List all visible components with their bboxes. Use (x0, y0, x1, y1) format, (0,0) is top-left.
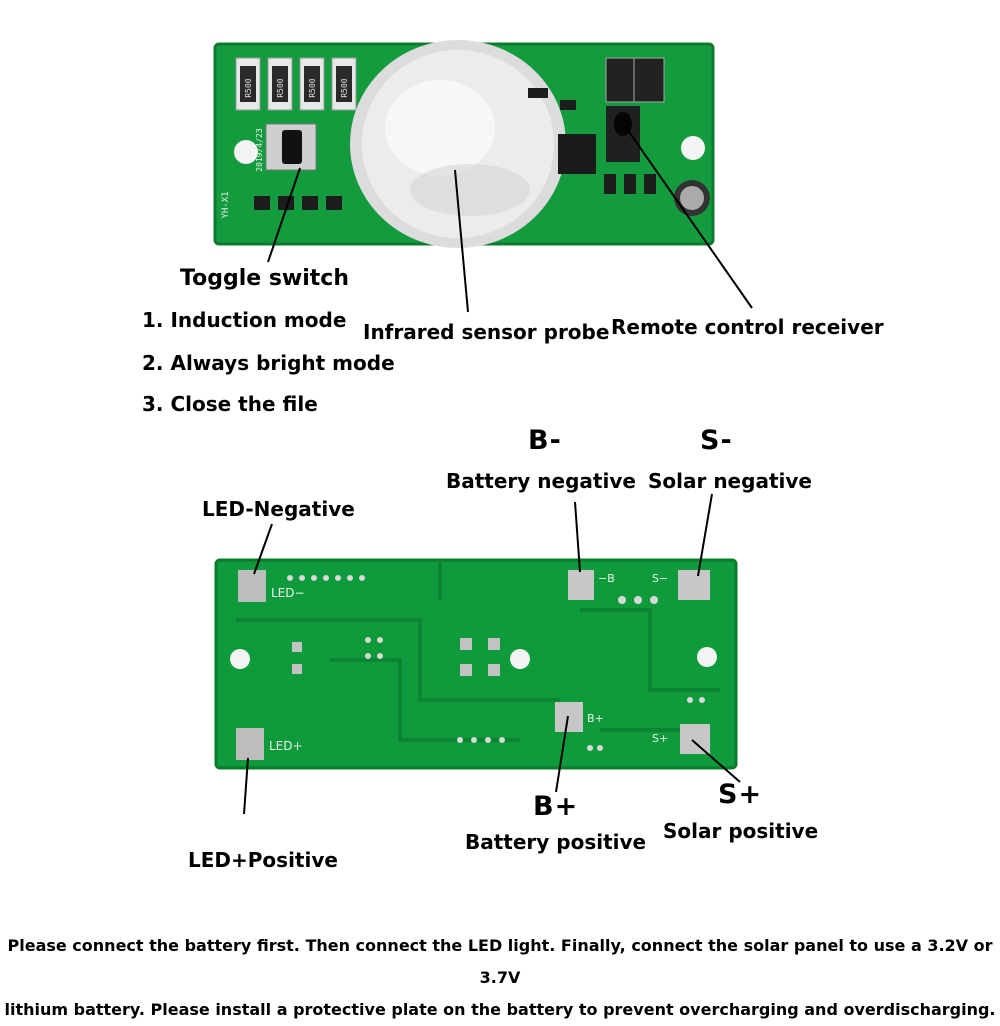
pad-solar-positive (680, 724, 710, 754)
mount-hole-left (234, 140, 258, 164)
leader-lines (243, 125, 753, 815)
label-mode-3: 3. Close the file (142, 392, 318, 416)
via-holes (287, 575, 705, 751)
mount-hole-right-bottom (697, 647, 717, 667)
leader-battery-positive (555, 715, 569, 793)
bottom-pcb-outline (214, 558, 738, 770)
model-silkscreen: YH-X1 (221, 191, 231, 218)
pad-led-positive (236, 728, 264, 760)
pad-solar-negative (678, 570, 710, 600)
date-silkscreen: 2019/4/23 (255, 128, 264, 172)
leader-solar-negative (697, 493, 713, 577)
resistor-label-1: R500 (244, 78, 253, 97)
pad-led-negative (238, 570, 266, 602)
label-remote-receiver: Remote control receiver (611, 315, 884, 339)
toggle-switch-component (265, 123, 317, 171)
resistor-label-4: R500 (340, 78, 349, 97)
diode-2 (633, 57, 665, 103)
label-battery-negative: Battery negative (446, 469, 636, 493)
label-infrared-probe: Infrared sensor probe (363, 320, 610, 344)
leader-toggle-switch (267, 167, 301, 263)
symbol-b-plus: B+ (533, 791, 579, 822)
silk-led-plus: LED+ (269, 739, 303, 753)
leader-battery-negative (574, 501, 581, 573)
leader-led-positive (243, 757, 249, 815)
leader-remote-receiver (624, 125, 753, 309)
silk-s-minus: S− (652, 572, 668, 585)
symbol-s-plus: S+ (718, 779, 763, 810)
label-solar-negative: Solar negative (648, 469, 812, 493)
label-led-positive: LED+Positive (188, 848, 338, 872)
mount-hole-right (681, 136, 705, 160)
label-toggle-switch: Toggle switch (180, 266, 349, 291)
pad-battery-negative (568, 570, 594, 600)
capacitor (674, 180, 710, 216)
smd-pads-bottom (292, 638, 500, 676)
ic-chip (558, 134, 596, 174)
label-mode-1: 1. Induction mode (142, 308, 347, 332)
pad-battery-positive (555, 702, 583, 732)
infrared-sensor-dome (350, 40, 566, 248)
footer-line-1: Please connect the battery first. Then c… (7, 936, 993, 987)
symbol-s-minus: S- (700, 425, 733, 456)
silk-led-minus: LED− (271, 586, 305, 600)
footer-instructions: Please connect the battery first. Then c… (0, 930, 1000, 1026)
label-mode-2: 2. Always bright mode (142, 351, 395, 375)
leader-led-negative (253, 523, 273, 575)
remote-receiver-component (606, 106, 640, 162)
silk-b-minus: −B (598, 572, 615, 585)
footer-line-2: lithium battery. Please install a protec… (4, 1000, 996, 1019)
silk-s-plus: S+ (652, 732, 668, 745)
resistor-label-3: R500 (308, 78, 317, 97)
smd-components (528, 88, 656, 194)
mount-hole-left-bottom (230, 649, 250, 669)
leader-solar-positive (691, 739, 741, 783)
leader-infrared-probe (454, 169, 469, 313)
mount-hole-center-bottom (510, 649, 530, 669)
bottom-pcb-board: LED− LED+ −B S− B+ S+ (214, 558, 738, 770)
top-pcb-board: R500 R500 R500 R500 YH-X1 2019/4/23 (213, 40, 715, 248)
symbol-b-minus: B- (528, 425, 562, 456)
silk-b-plus: B+ (587, 712, 604, 725)
label-battery-positive: Battery positive (465, 830, 647, 854)
label-solar-positive: Solar positive (663, 819, 819, 843)
label-led-negative: LED-Negative (202, 497, 355, 521)
resistor-label-2: R500 (276, 78, 285, 97)
resistor-array (235, 57, 357, 111)
